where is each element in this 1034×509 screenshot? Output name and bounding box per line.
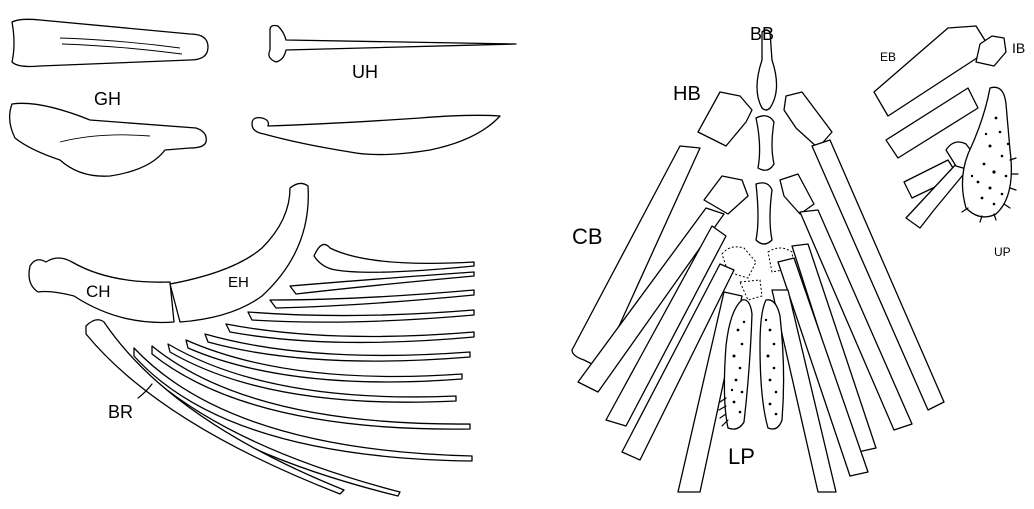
label-eb: EB [880, 50, 896, 64]
urohyal-upper [269, 26, 516, 63]
label-lp: LP [728, 444, 755, 469]
label-gh: GH [94, 89, 121, 109]
label-ch: CH [86, 282, 111, 301]
glossohyal-upper [12, 19, 208, 66]
label-cb: CB [572, 224, 603, 249]
urohyal-lower [252, 115, 500, 154]
label-hb: HB [673, 83, 701, 105]
label-uh: UH [352, 62, 378, 82]
glossohyal-lower [10, 103, 207, 176]
label-bb: BB [750, 24, 774, 44]
basibranchial-2 [756, 116, 774, 171]
label-ib: IB [1012, 40, 1025, 56]
lower-pharyngeal-right [760, 300, 784, 429]
label-br: BR [108, 402, 133, 422]
basibranchial-3 [756, 183, 772, 244]
label-up: UP [994, 245, 1011, 259]
label-eh: EH [228, 274, 249, 291]
